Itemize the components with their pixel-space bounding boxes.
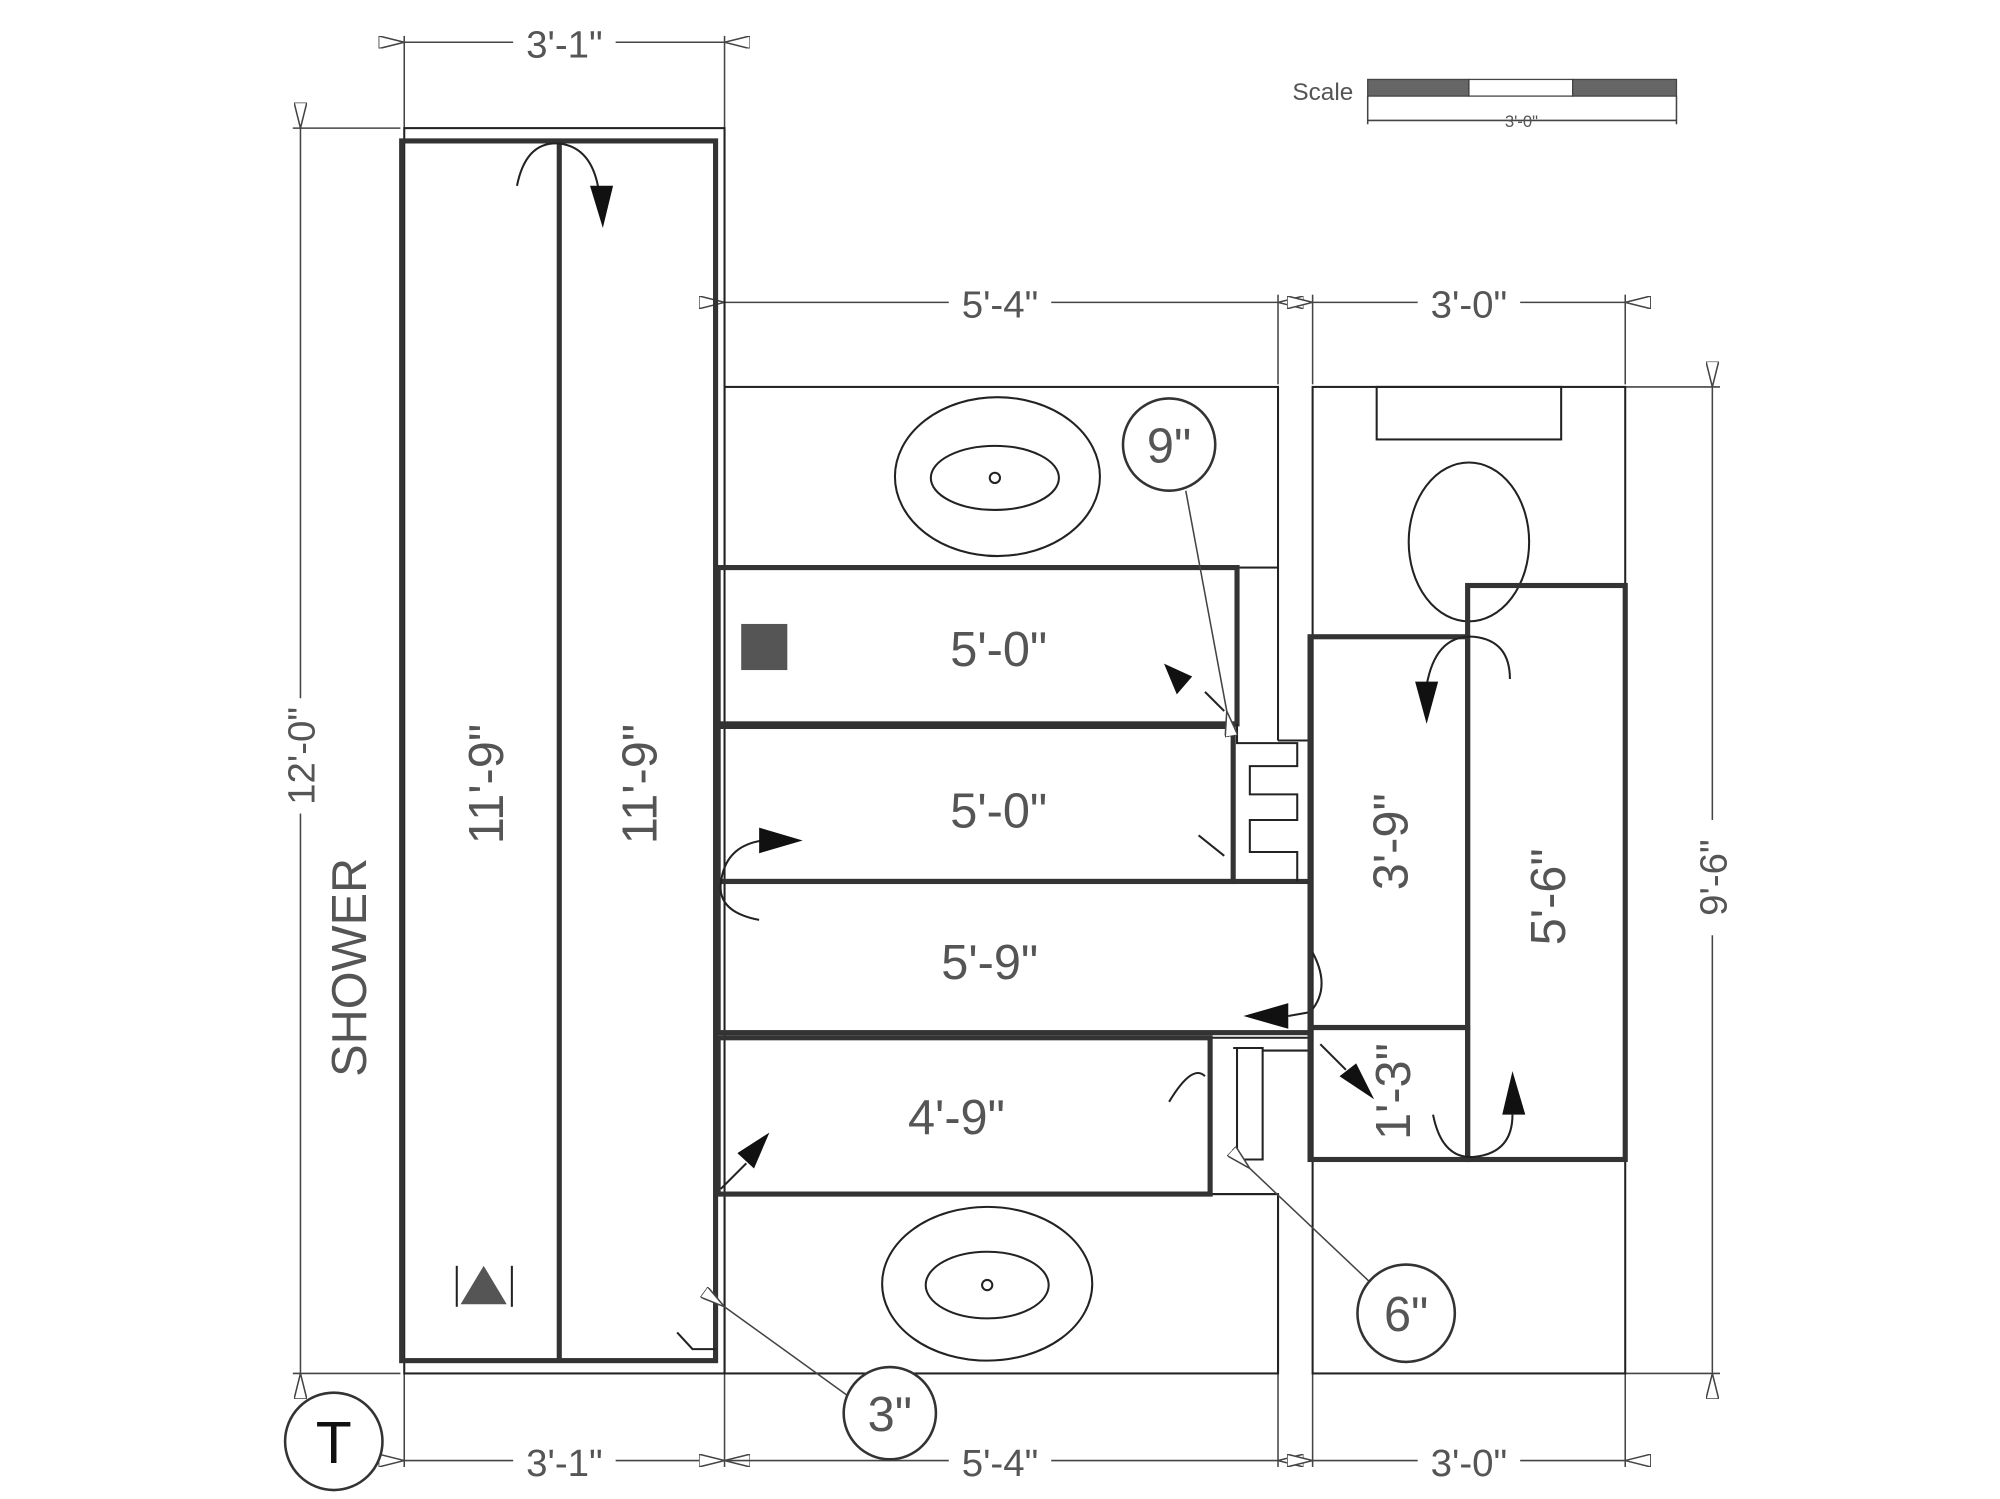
shower-label: SHOWER (323, 858, 377, 1077)
callout-9in-label: 9" (1147, 420, 1191, 474)
t-marker-label: T (316, 1411, 352, 1476)
scale-label: Scale (1292, 79, 1353, 106)
panel-vanity-2: 5'-0" (950, 785, 1047, 839)
outlet-icon (741, 623, 788, 671)
toilet-tank-icon (1375, 385, 1563, 441)
dim-bottom-toilet: 3'-0" (1431, 1442, 1508, 1485)
dim-bottom-vanity: 5'-4" (962, 1442, 1039, 1485)
dim-top-toilet: 3'-0" (1431, 284, 1508, 327)
arrow-icon (1415, 681, 1439, 724)
drain-icon (455, 1265, 513, 1307)
panel-shower-left: 11'-9" (460, 724, 514, 844)
toilet-area: 3'-9" 5'-6" 1'-3" (1307, 385, 1628, 1375)
sink-bottom-icon (881, 1205, 1094, 1362)
arrow-icon (1243, 1003, 1289, 1029)
dim-top-shower: 3'-1" (526, 24, 603, 67)
callouts: 9" 6" 3" T (283, 397, 1457, 1492)
dim-right-height: 9'-6" (1692, 839, 1735, 916)
panel-vanity-1: 5'-0" (950, 623, 1047, 677)
arrow-icon (1163, 663, 1193, 695)
dim-bottom-shower: 3'-1" (526, 1442, 603, 1485)
panel-shower-right: 11'-9" (614, 724, 668, 844)
arrow-icon (590, 185, 614, 229)
callout-9in (1121, 397, 1217, 492)
dim-left-height: 12'-0" (281, 707, 324, 805)
sink-top-icon (893, 396, 1101, 558)
dim-top-vanity: 5'-4" (962, 284, 1039, 327)
vanity-area: 5'-0" 5'-0" 5'-9" 4'-9" (715, 385, 1323, 1375)
arrow-icon (1502, 1071, 1526, 1115)
arrow-icon (1339, 1063, 1375, 1100)
panel-toilet-2: 5'-6" (1522, 848, 1576, 945)
panel-toilet-3: 1'-3" (1367, 1043, 1421, 1140)
dimension-lines: 3'-1" 5'-4" 3'-0" 3'-1" 5'-4" 3'-0" 12'-… (277, 19, 1735, 1485)
callout-6in (1356, 1263, 1457, 1364)
callout-6in-label: 6" (1384, 1288, 1428, 1342)
panel-vanity-3: 5'-9" (941, 936, 1038, 990)
panel-vanity-4: 4'-9" (908, 1091, 1005, 1145)
t-marker (283, 1391, 384, 1492)
callout-3in (842, 1365, 938, 1461)
scale-length: 3'-0" (1505, 112, 1538, 131)
arrow-icon (759, 827, 803, 854)
arrow-icon (737, 1132, 770, 1169)
callout-3in-label: 3" (868, 1388, 912, 1442)
panel-toilet-1: 3'-9" (1364, 793, 1418, 890)
shower-area: SHOWER 11'-9" 11'-9" (323, 127, 726, 1375)
scale-bar: Scale 3'-0" (1292, 78, 1678, 131)
